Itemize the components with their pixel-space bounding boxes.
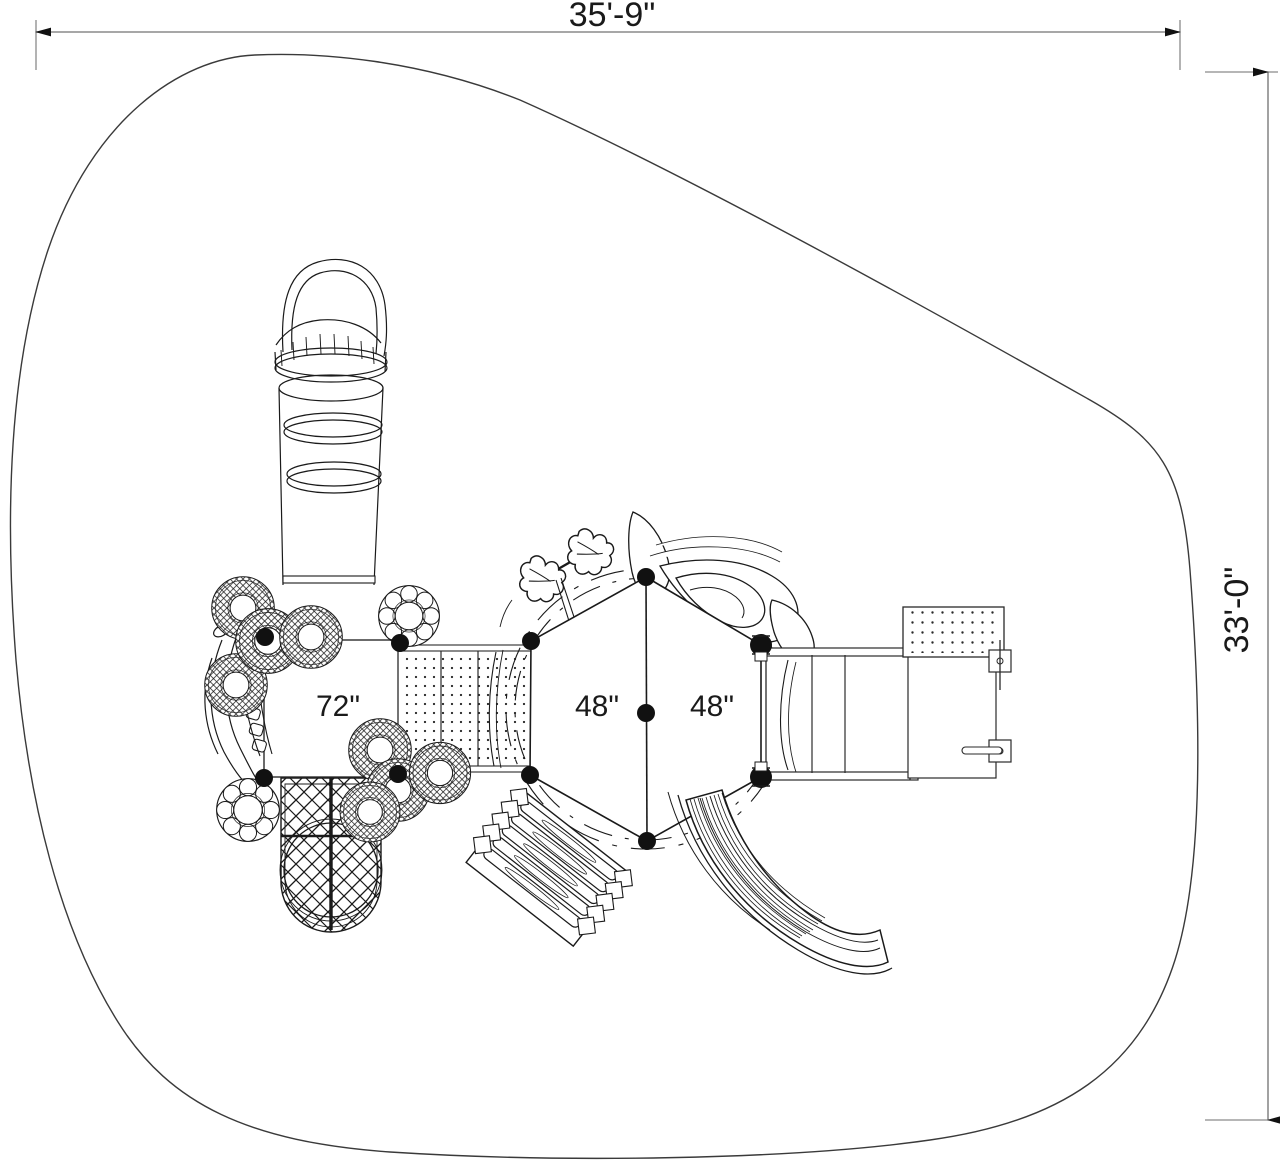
structural-posts-clamped <box>750 634 772 788</box>
deck-dimension-48-right: 48" <box>690 690 734 723</box>
post-deck-nw <box>256 628 274 646</box>
post-hex-center <box>637 704 655 722</box>
post-hex-s <box>638 832 656 850</box>
rung-ladder-climber <box>465 787 633 948</box>
boulder-climber <box>408 741 472 805</box>
post-hex-n <box>637 568 655 586</box>
post-hex-sw <box>521 766 539 784</box>
boulder-climber <box>279 605 343 669</box>
boulder-climber <box>339 781 401 843</box>
use-zone-boundary <box>9 53 1199 1160</box>
spiral-tube-slide <box>274 258 388 586</box>
post-hex-nw <box>522 632 540 650</box>
post-deck-ne <box>391 634 409 652</box>
leaf-handle-left <box>509 546 574 611</box>
petal-climber <box>378 585 440 647</box>
structural-posts <box>255 568 656 850</box>
overall-depth-dimension: 33'-0" <box>1205 67 1280 1125</box>
post-hex-ne <box>750 634 772 656</box>
perforated-panel <box>902 606 1012 763</box>
wave-slide <box>667 789 893 975</box>
stair-ramp-section <box>765 647 997 781</box>
deck-dimension-labels: 72" 48" 48" <box>316 690 734 723</box>
post-cluster-low <box>389 765 407 783</box>
post-deck-sw <box>255 769 273 787</box>
deck-dimension-72: 72" <box>316 690 360 723</box>
overall-width-label: 35'-9" <box>569 0 656 34</box>
deck-dimension-48-left: 48" <box>575 690 619 723</box>
petal-climber <box>216 778 280 842</box>
overall-depth-label: 33'-0" <box>1218 567 1256 654</box>
overall-width-dimension: 35'-9" <box>35 0 1181 70</box>
